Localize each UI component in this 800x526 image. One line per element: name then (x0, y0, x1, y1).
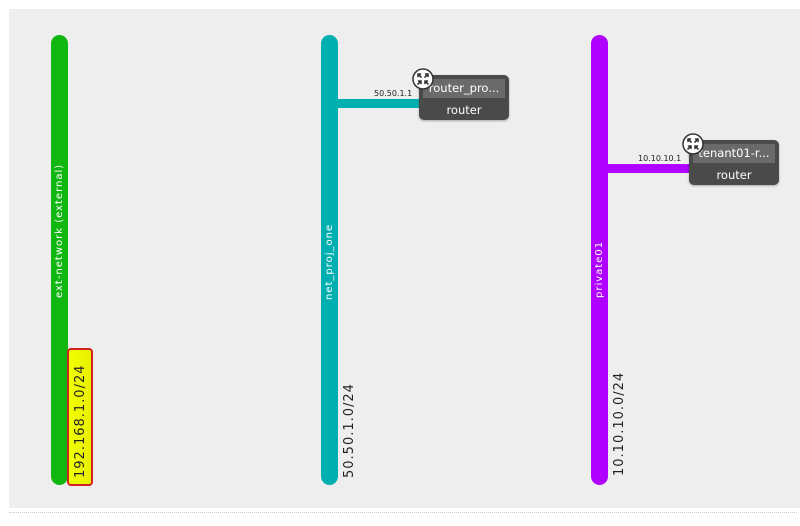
network-bar-private01[interactable] (591, 35, 608, 485)
network-cidr-net-proj-one: 50.50.1.0/24 (342, 383, 357, 478)
router-type: router (446, 103, 482, 117)
router-name: router_pro... (423, 79, 505, 98)
router-node-router-proj[interactable]: router_pro... router (419, 75, 509, 120)
router-port-ip: 10.10.10.1 (638, 154, 682, 163)
network-bar-net-proj-one[interactable] (321, 35, 338, 485)
network-cidr-external: 192.168.1.0/24 (73, 364, 88, 479)
router-link-private01 (607, 164, 693, 173)
router-icon (412, 68, 434, 90)
router-icon (682, 133, 704, 155)
network-topology-canvas (9, 9, 800, 508)
router-node-tenant01[interactable]: tenant01-r... router (689, 140, 779, 185)
network-label-external: ext-network (external) (54, 163, 65, 298)
router-name: tenant01-r... (693, 144, 775, 163)
router-port-ip: 50.50.1.1 (374, 89, 413, 98)
network-label-net-proj-one: net_proj_one (324, 223, 335, 300)
bottom-divider (9, 512, 797, 513)
cidr-highlight (67, 348, 93, 486)
router-type: router (716, 168, 752, 182)
network-label-private01: private01 (594, 240, 605, 298)
network-cidr-private01: 10.10.10.0/24 (612, 371, 627, 476)
network-bar-external[interactable] (51, 35, 68, 485)
router-link-net-proj-one (337, 99, 423, 108)
